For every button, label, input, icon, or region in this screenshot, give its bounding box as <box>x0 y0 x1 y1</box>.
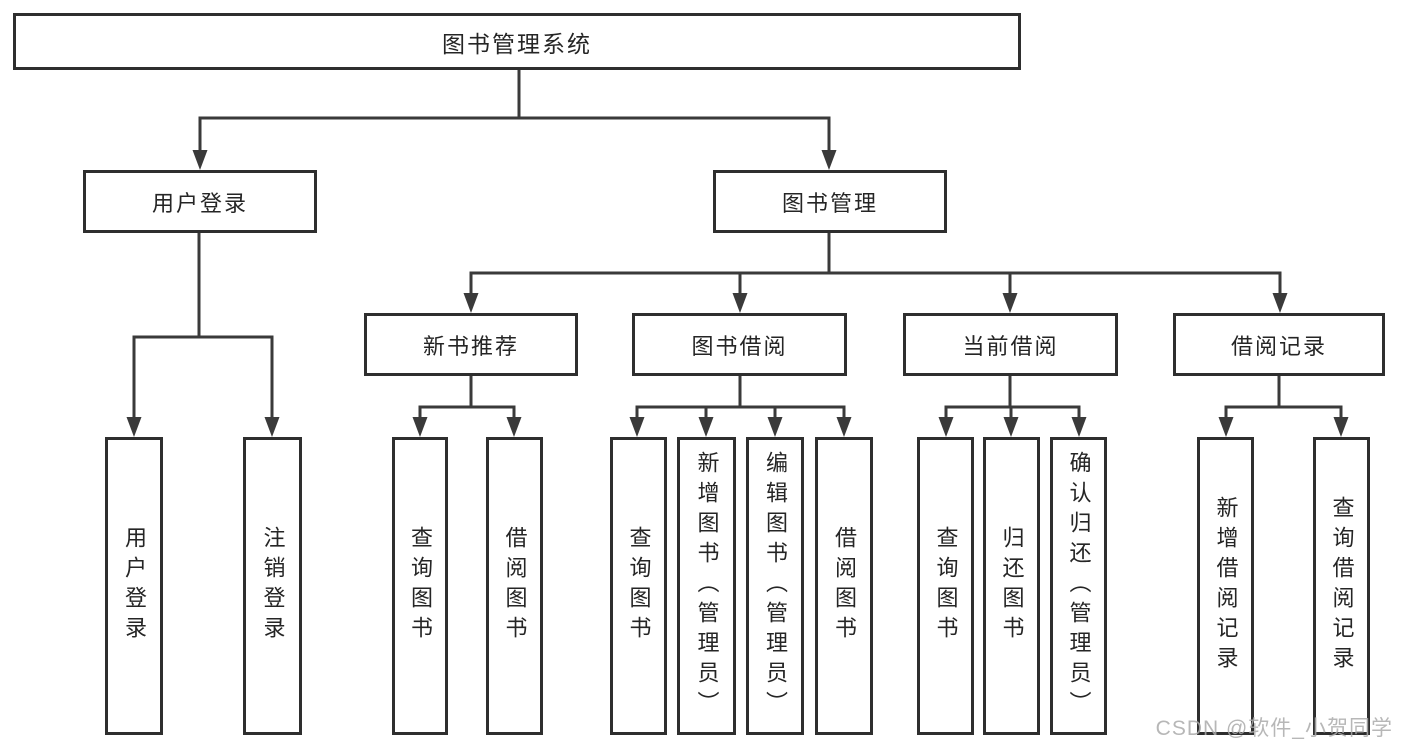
arrow-down-icon <box>1272 293 1288 313</box>
leaf-query-borrow-record-label: 查询借阅记录 <box>1329 496 1355 676</box>
connector-current-borrow-to-leaves <box>944 376 1081 419</box>
leaf-borrow-book-2: 借阅图书 <box>815 437 873 735</box>
node-book-borrow: 图书借阅 <box>632 313 847 376</box>
leaf-query-borrow-record: 查询借阅记录 <box>1313 437 1370 735</box>
leaf-add-borrow-record: 新增借阅记录 <box>1197 437 1254 735</box>
arrow-down-icon <box>732 293 748 313</box>
node-book-management: 图书管理 <box>713 170 947 233</box>
arrow-down-icon <box>192 150 208 170</box>
leaf-return-book: 归还图书 <box>983 437 1040 735</box>
connector-new-book-to-leaves <box>418 376 516 419</box>
arrow-down-icon <box>126 417 142 437</box>
arrowheads <box>126 150 1349 437</box>
leaf-confirm-return-admin: 确认归还（管理员） <box>1050 437 1107 735</box>
leaf-user-login: 用户登录 <box>105 437 163 735</box>
leaf-edit-book-admin: 编辑图书（管理员） <box>746 437 804 735</box>
node-root-system: 图书管理系统 <box>13 13 1021 70</box>
node-new-book-recommend-label: 新书推荐 <box>422 333 519 359</box>
connector-user-login-to-leaves <box>132 233 274 419</box>
csdn-watermark: CSDN @软件_小贺同学 <box>1155 717 1393 740</box>
leaf-query-book-2-label: 查询图书 <box>626 526 652 646</box>
connector-book-mgmt-to-level3 <box>469 233 1282 295</box>
arrow-down-icon <box>938 417 954 437</box>
arrow-down-icon <box>629 417 645 437</box>
leaf-query-book-3: 查询图书 <box>917 437 974 735</box>
leaf-edit-book-admin-label: 编辑图书（管理员） <box>763 451 788 721</box>
leaf-add-borrow-record-label: 新增借阅记录 <box>1213 496 1239 676</box>
leaf-borrow-book-1: 借阅图书 <box>486 437 543 735</box>
arrow-down-icon <box>1002 293 1018 313</box>
leaf-query-book-3-label: 查询图书 <box>933 526 959 646</box>
connector-root-to-level2 <box>198 70 831 152</box>
node-user-login: 用户登录 <box>83 170 317 233</box>
arrow-down-icon <box>463 293 479 313</box>
leaf-return-book-label: 归还图书 <box>999 526 1025 646</box>
arrow-down-icon <box>1218 417 1234 437</box>
arrow-down-icon <box>698 417 714 437</box>
node-borrow-record-label: 借阅记录 <box>1230 333 1327 359</box>
leaf-user-login-label: 用户登录 <box>122 526 147 646</box>
connector-book-borrow-to-leaves <box>635 376 846 419</box>
node-book-borrow-label: 图书借阅 <box>691 333 788 359</box>
arrow-down-icon <box>1003 417 1019 437</box>
arrow-down-icon <box>767 417 783 437</box>
leaf-confirm-return-admin-label: 确认归还（管理员） <box>1066 451 1092 721</box>
leaf-add-book-admin-label: 新增图书（管理员） <box>694 451 720 721</box>
connector-borrow-record-to-leaves <box>1224 376 1343 419</box>
leaf-borrow-book-2-label: 借阅图书 <box>832 526 857 646</box>
leaf-add-book-admin: 新增图书（管理员） <box>677 437 736 735</box>
leaf-query-book-1-label: 查询图书 <box>408 526 433 646</box>
arrow-down-icon <box>264 417 280 437</box>
arrow-down-icon <box>412 417 428 437</box>
node-current-borrow-label: 当前借阅 <box>962 333 1059 359</box>
node-current-borrow: 当前借阅 <box>903 313 1118 376</box>
arrow-down-icon <box>821 150 837 170</box>
node-user-login-label: 用户登录 <box>151 190 248 216</box>
leaf-borrow-book-1-label: 借阅图书 <box>502 526 528 646</box>
arrow-down-icon <box>1333 417 1349 437</box>
leaf-logout-label: 注销登录 <box>260 526 286 646</box>
leaf-query-book-2: 查询图书 <box>610 437 667 735</box>
leaf-query-book-1: 查询图书 <box>392 437 448 735</box>
arrow-down-icon <box>506 417 522 437</box>
leaf-logout: 注销登录 <box>243 437 302 735</box>
node-borrow-record: 借阅记录 <box>1173 313 1385 376</box>
node-root-label: 图书管理系统 <box>442 30 592 57</box>
node-book-management-label: 图书管理 <box>781 190 878 216</box>
node-new-book-recommend: 新书推荐 <box>364 313 578 376</box>
arrow-down-icon <box>1071 417 1087 437</box>
arrow-down-icon <box>836 417 852 437</box>
